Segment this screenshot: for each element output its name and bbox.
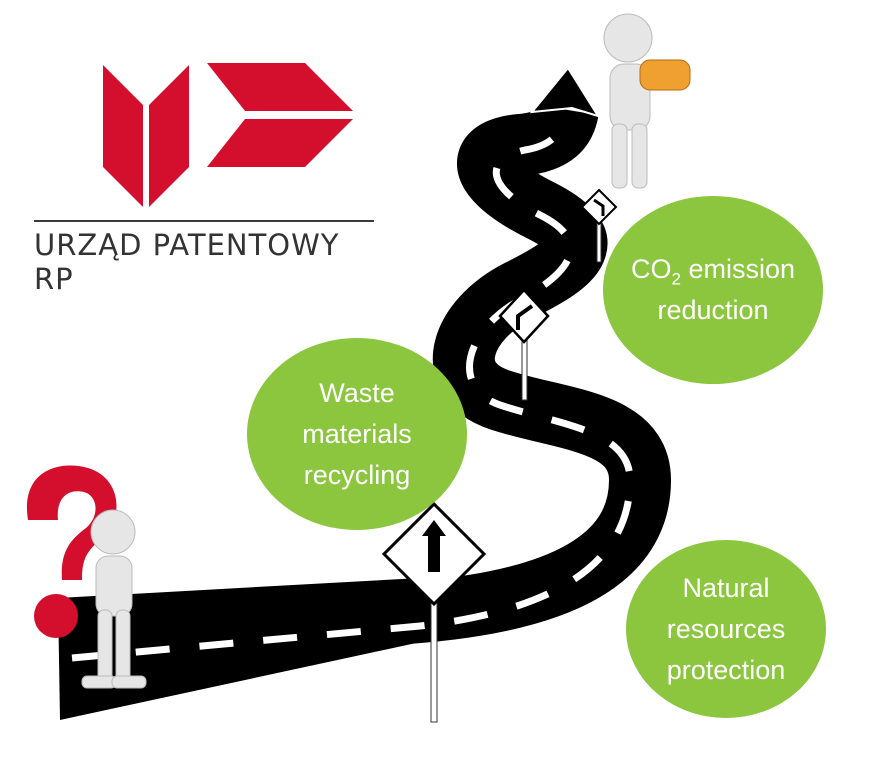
natural-resources-bubble: Natural resources protection: [626, 540, 826, 718]
road: [67, 103, 671, 671]
natural-line-3: protection: [666, 654, 786, 685]
road-center-line: [71, 114, 634, 662]
co2-text: CO: [630, 254, 672, 284]
logo-divider: [34, 220, 374, 222]
co2-line-2: reduction: [657, 295, 769, 325]
natural-line-1: Natural: [682, 572, 770, 603]
straight-ahead-sign-icon: [381, 501, 487, 723]
patent-office-logo: [103, 63, 353, 207]
waste-line-2: materials: [302, 418, 412, 449]
waste-recycling-bubble: Waste materials recycling: [247, 338, 467, 530]
waste-line-3: recycling: [303, 459, 411, 490]
co2-reduction-bubble: CO2 emission reduction: [603, 196, 823, 384]
turn-right-sign-icon: [498, 288, 550, 401]
celebrating-figure-icon: [603, 13, 691, 189]
thinking-figure-icon: [81, 509, 147, 689]
co2-emission-text: emission: [680, 254, 795, 284]
logo-name: URZĄD PATENTOWY RP: [34, 228, 340, 296]
road-front: [58, 578, 430, 720]
turn-left-sign-icon: [580, 188, 618, 263]
co2-subscript: 2: [671, 269, 681, 289]
waste-line-1: Waste: [319, 377, 395, 408]
co2-line-1: CO2 emission: [631, 249, 795, 290]
question-mark-icon: [26, 465, 117, 638]
natural-line-2: resources: [666, 613, 786, 644]
arrow-head-icon: [529, 66, 601, 118]
